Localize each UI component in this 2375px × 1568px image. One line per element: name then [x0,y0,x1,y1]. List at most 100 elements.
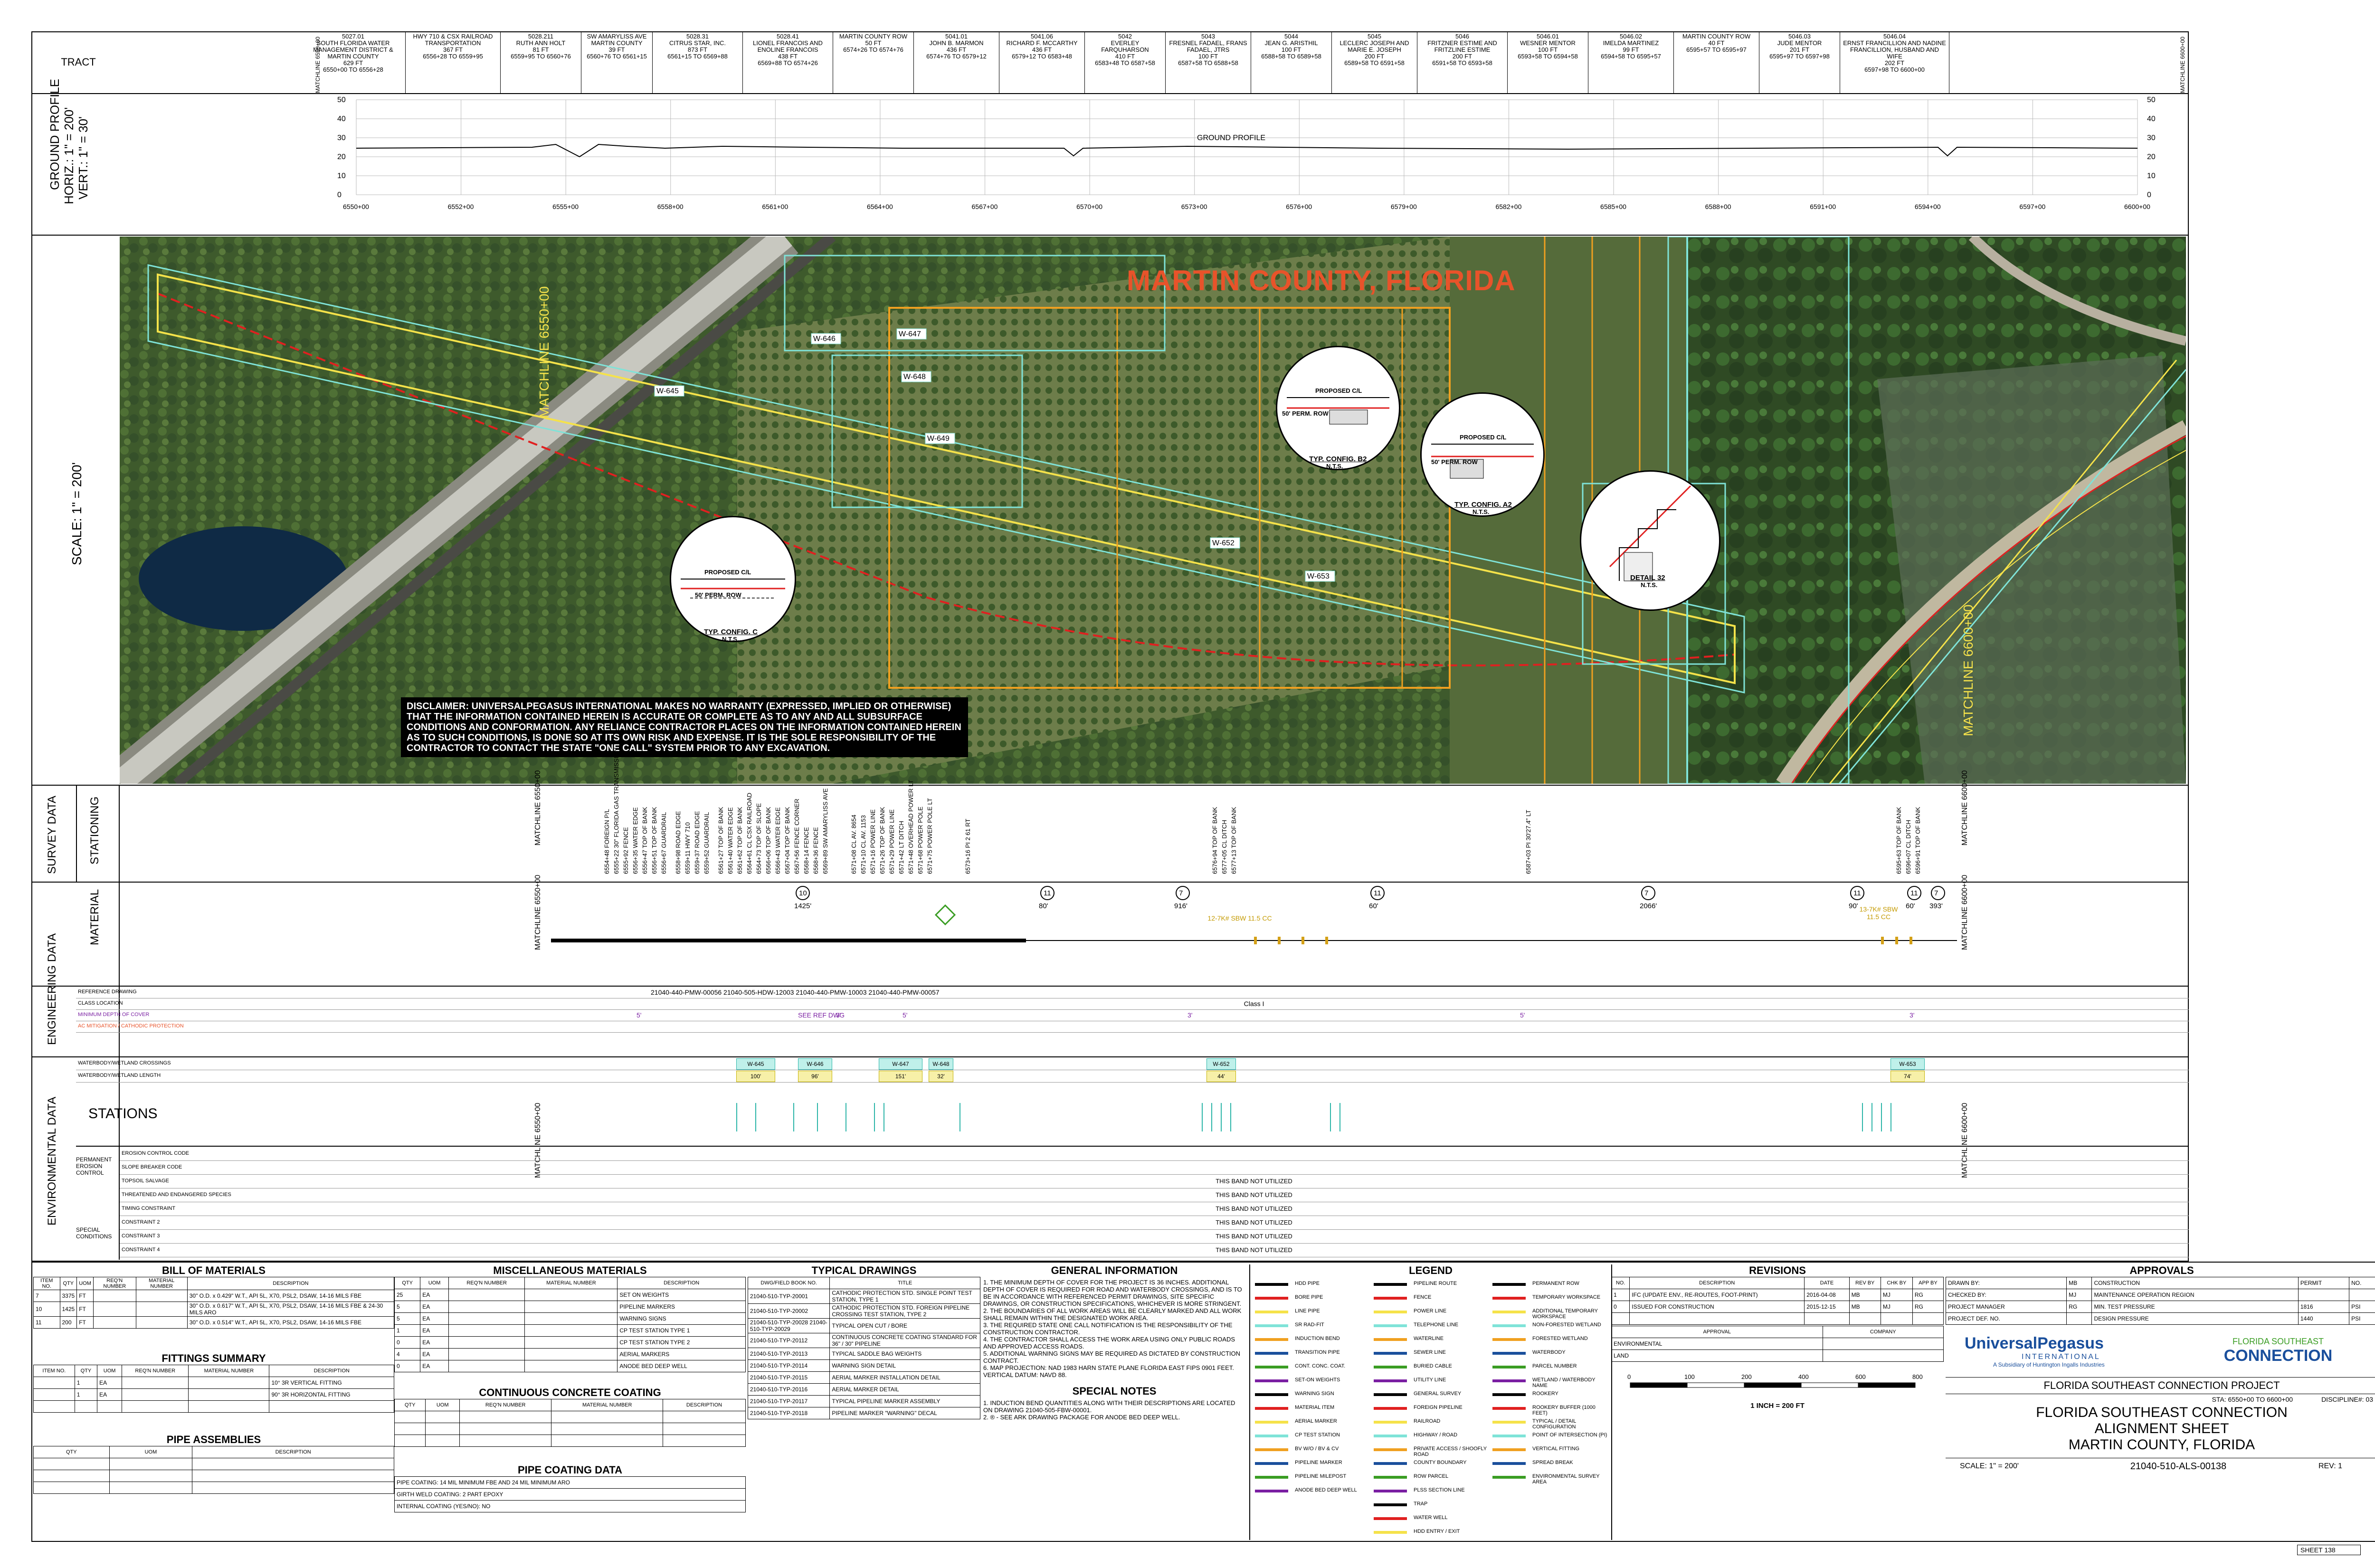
scale-tick: 200 [1741,1373,1752,1380]
legend-swatch [1255,1393,1288,1396]
table-cell: 0 [394,1360,421,1372]
legend-label: PLSS SECTION LINE [1414,1487,1465,1493]
profile-station-label: 6564+00 [867,203,893,210]
legend-swatch [1492,1393,1526,1396]
survey-station-entry: 6556+35 WATER EDGE [632,807,639,874]
legend-label: FORESTED WETLAND [1532,1336,1588,1341]
eng-divider [31,986,2189,987]
table-header: DESCRIPTION [269,1365,394,1377]
legend-label: TRAP [1414,1501,1428,1507]
tract-parcel-owner: LECLERC JOSEPH AND MARIE E. JOSEPH [1340,39,1409,53]
legend-swatch [1255,1490,1288,1492]
approval-row-label: ENVIRONMENTAL [1611,1338,1823,1350]
table-cell: 21040-510-TYP-20113 [747,1348,830,1360]
general-notes: 1. THE MINIMUM DEPTH OF COVER FOR THE PR… [981,1277,1247,1380]
legend-label: TELEPHONE LINE [1414,1322,1459,1328]
table-cell: MJ [1880,1289,1913,1301]
table-cell: 21040-510-TYP-20116 [747,1383,830,1396]
approval-cell: 1816 [2298,1301,2350,1313]
legend-swatch [1374,1517,1407,1520]
table-row: INTERNAL COATING (YES/NO): NO [394,1500,746,1512]
table-cell [93,1302,136,1317]
legend-swatch [1255,1379,1288,1382]
table-cell: MJ [1880,1301,1913,1313]
table-header: NO. [1611,1277,1630,1289]
legend-swatch [1255,1435,1288,1437]
ground-profile-curve [356,143,2138,158]
table-cell [448,1324,525,1337]
tract-parcel-owner: HWY 710 & CSX RAILROAD TRANSPORTATION [413,33,493,47]
tract-parcel-id: 5044 [1284,33,1298,40]
table-header: DESCRIPTION [1629,1277,1805,1289]
concrete-title: CONTINUOUS CONCRETE COATING [479,1387,661,1398]
env-station-tick [1211,1103,1212,1131]
legend-swatch [1374,1421,1407,1424]
approval-cell: MIN. TEST PRESSURE [2091,1301,2299,1313]
wetland-length: 32' [929,1071,953,1082]
legend-swatch [1255,1476,1288,1479]
material-segment-length: 60' [1906,902,1915,910]
typ-config-b2-detail: PROPOSED C/L 50' PERM. ROW [1276,346,1400,470]
legend-label: WATER WELL [1414,1515,1448,1520]
approval-cell: NO. [2349,1277,2375,1289]
table-cell: PIPELINE MARKER "WARNING" DECAL [829,1407,980,1419]
legend-label: PERMANENT ROW [1532,1281,1579,1286]
profile-station-label: 6561+00 [762,203,788,210]
scale-tick: 400 [1798,1373,1809,1380]
env-stations-label: STATIONS [88,1106,158,1121]
env-station-tick [1230,1103,1231,1131]
tract-parcel-id: 5043 [1201,33,1215,40]
eng-matchline-right: MATCHLINE 6600+00 [1961,874,1969,950]
engineering-row-label: AC MITIGATION / CATHODIC PROTECTION [78,1023,184,1029]
wetland-label: W-647 [899,330,921,338]
survey-station-entry: 6566+43 WATER EDGE [774,807,781,874]
survey-station-entry: 6595+63 TOP OF BANK [1895,807,1902,874]
env-lower-row-label: SLOPE BREAKER CODE [122,1164,182,1170]
tract-parcel-range: 6594+58 TO 6595+57 [1601,53,1661,60]
discipline: DISCIPLINE#: 03 [2321,1396,2373,1403]
table-cell: 200 [59,1316,77,1329]
table-cell: 21040-510-TYP-20118 [747,1407,830,1419]
material-segment-length: 1425' [794,902,811,910]
legend-label: POINT OF INTERSECTION (PI) [1532,1432,1607,1438]
profile-station-label: 6576+00 [1286,203,1312,210]
profile-y-label: 0 [2147,191,2151,199]
tract-parcel-range: 6589+58 TO 6591+58 [1344,59,1405,67]
legend-swatch [1374,1338,1407,1341]
scale-tick: 600 [1855,1373,1866,1380]
legend-label: GENERAL SURVEY [1414,1391,1462,1397]
legend-swatch [1374,1366,1407,1368]
detail-32-title: DETAIL 32 [1630,574,1665,582]
table-cell [122,1388,189,1401]
survey-station-entry: 6564+61 CL CSX RAILROAD [746,792,753,874]
table-header: REQ'N NUMBER [122,1365,189,1377]
legend-swatch [1374,1435,1407,1437]
table-cell: 10° 3R VERTICAL FITTING [269,1377,394,1389]
tract-parcel-range: 6569+88 TO 6574+26 [758,59,818,67]
legend-swatch [1255,1352,1288,1355]
survey-station-entry: 6571+68 POWER POLE [917,807,924,874]
table-header: MATERIAL NUMBER [524,1277,618,1289]
table-cell [524,1301,618,1313]
table-cell: 2015-12-15 [1804,1301,1850,1313]
table-cell: EA [420,1289,449,1301]
table-header: QTY [394,1399,426,1411]
tract-parcel-owner: EVERLEY FARQUHARSON [1101,39,1149,53]
tract-parcel-owner: WESNER MENTOR [1520,39,1576,47]
tract-parcel-id: 5046 [1455,33,1469,40]
